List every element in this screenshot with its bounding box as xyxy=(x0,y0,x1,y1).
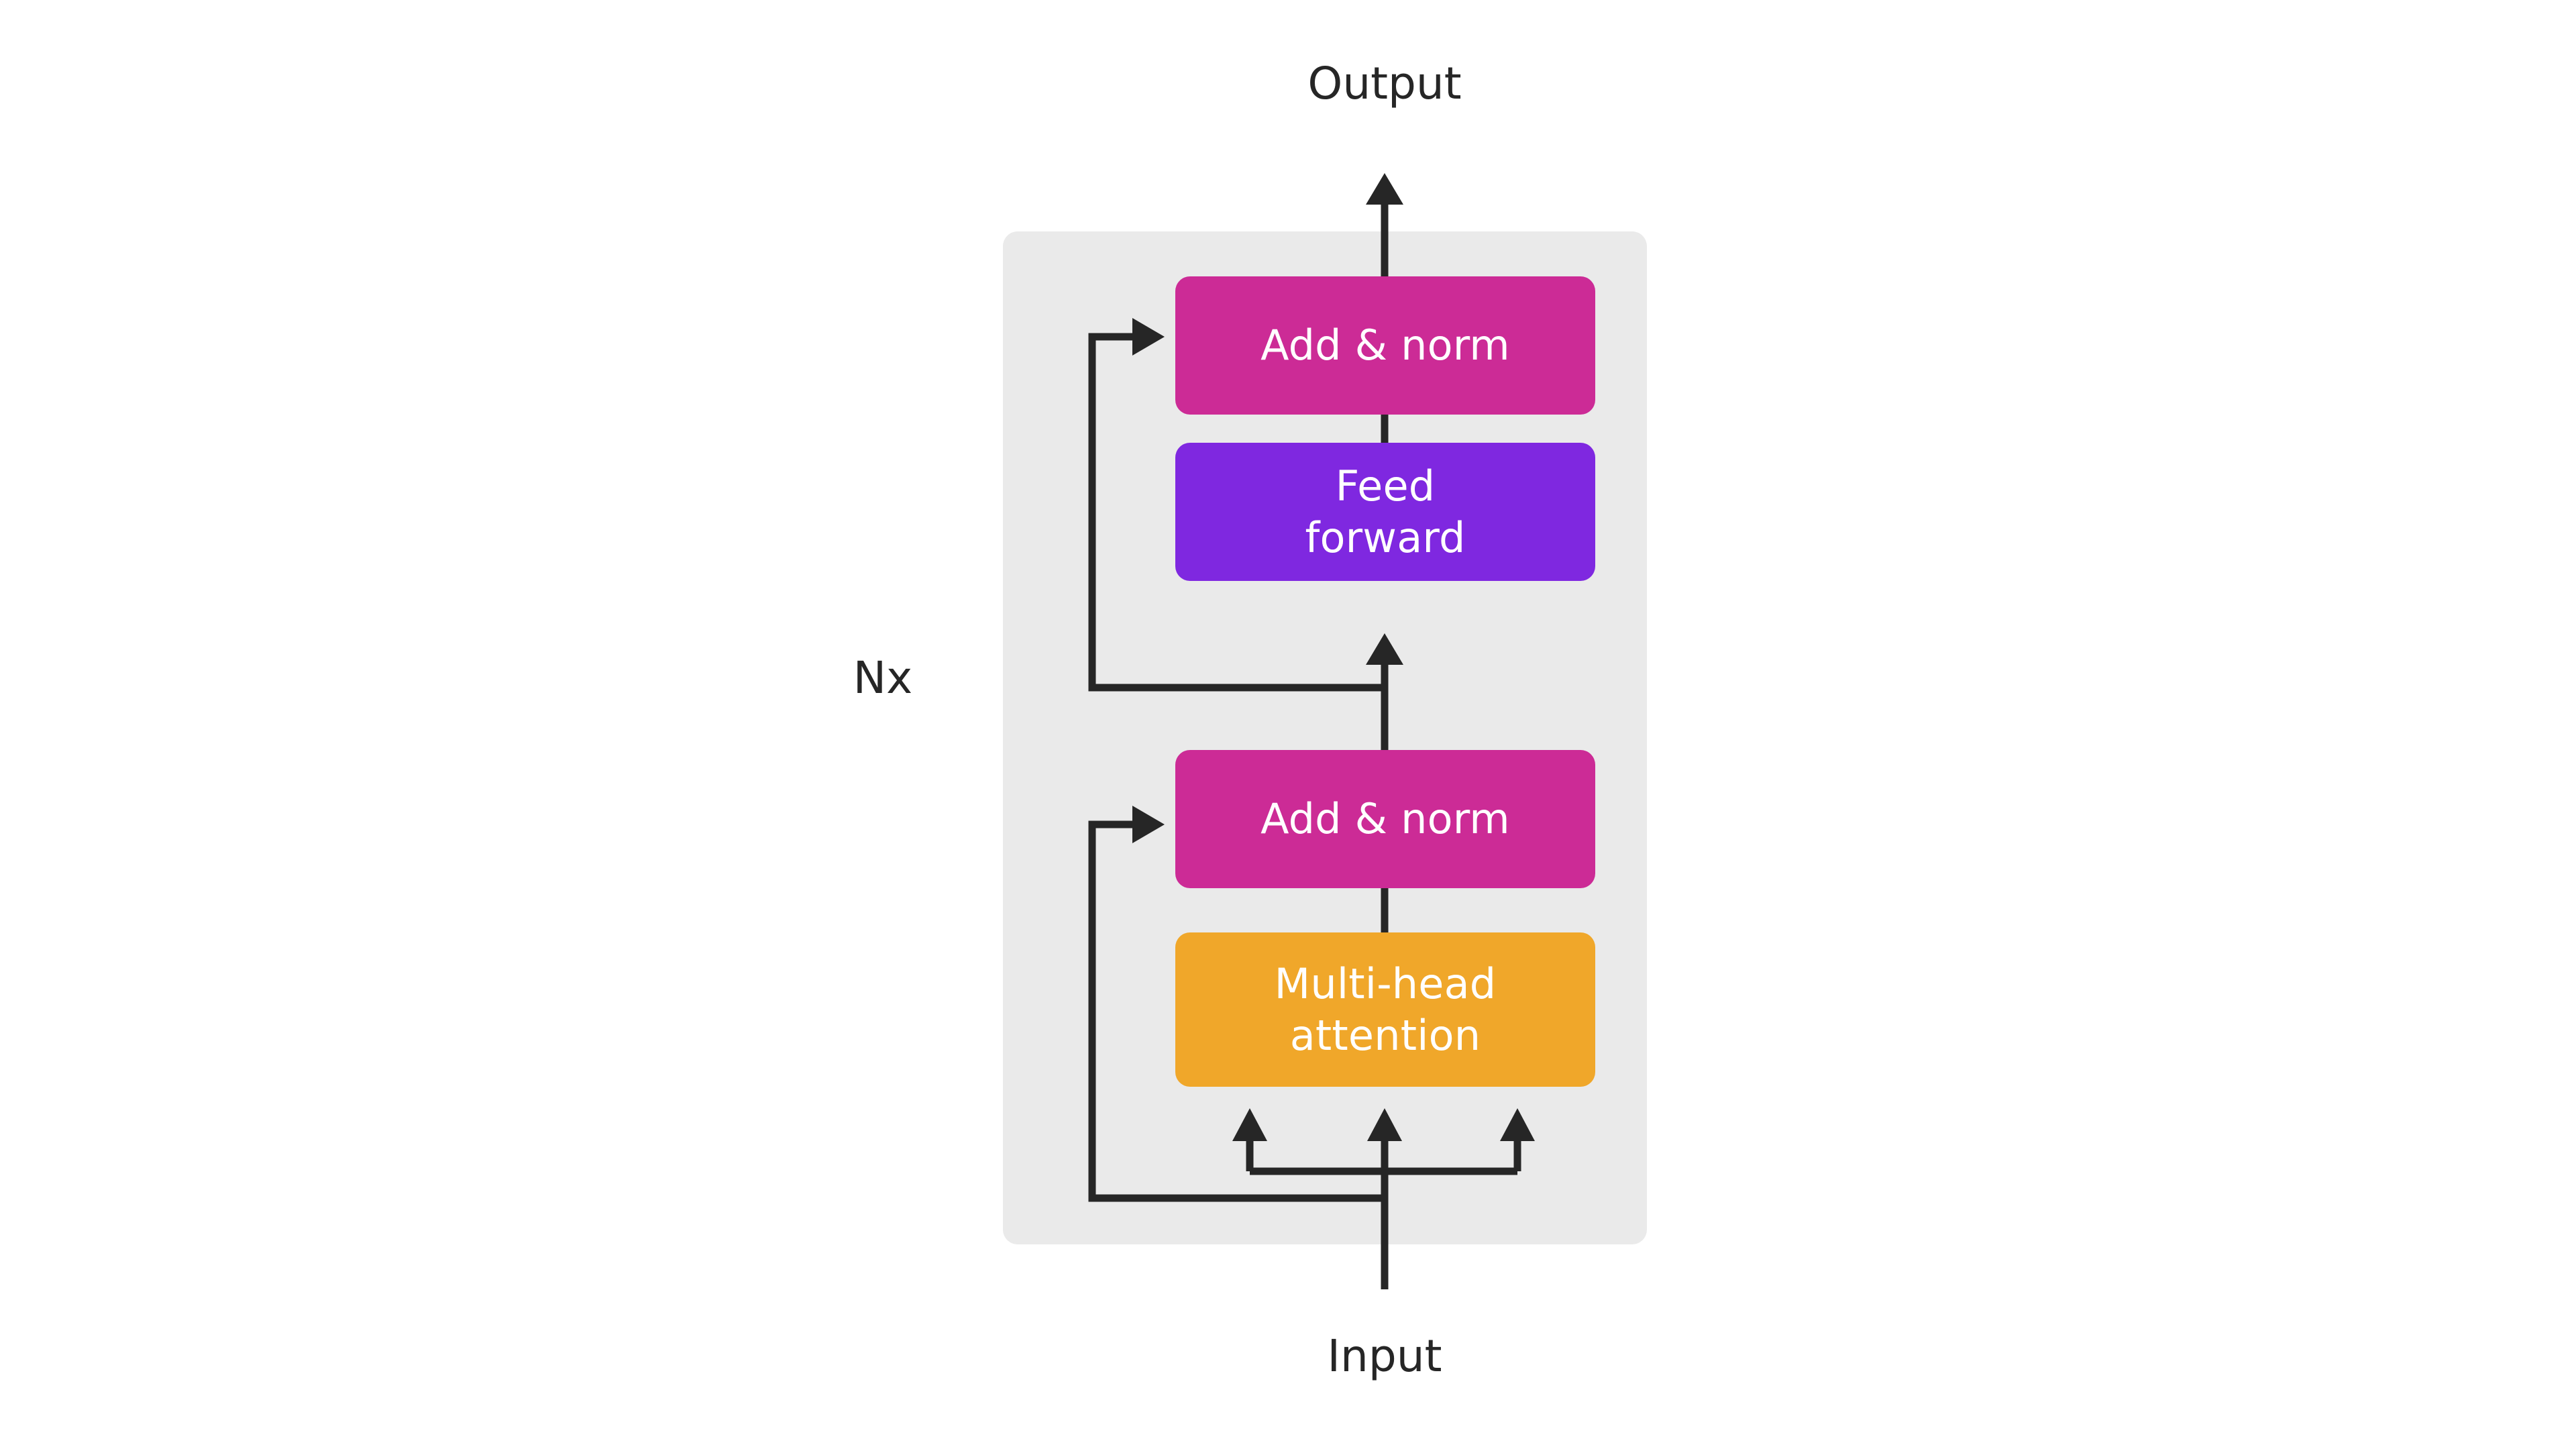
block-feed-forward[interactable]: Feed forward xyxy=(1175,443,1595,581)
block-add-norm-top[interactable]: Add & norm xyxy=(1175,276,1595,415)
block-multi-head-attention[interactable]: Multi-head attention xyxy=(1175,932,1595,1087)
input-label: Input xyxy=(1327,1330,1442,1382)
repeat-count-label: Nx xyxy=(853,652,913,704)
input-label-wrap: Input xyxy=(1328,1334,1442,1379)
output-label: Output xyxy=(1307,58,1462,109)
block-add-norm-bottom[interactable]: Add & norm xyxy=(1175,750,1595,888)
output-label-wrap: Output xyxy=(1307,62,1461,106)
repeat-count-label-wrap: Nx xyxy=(853,656,912,700)
